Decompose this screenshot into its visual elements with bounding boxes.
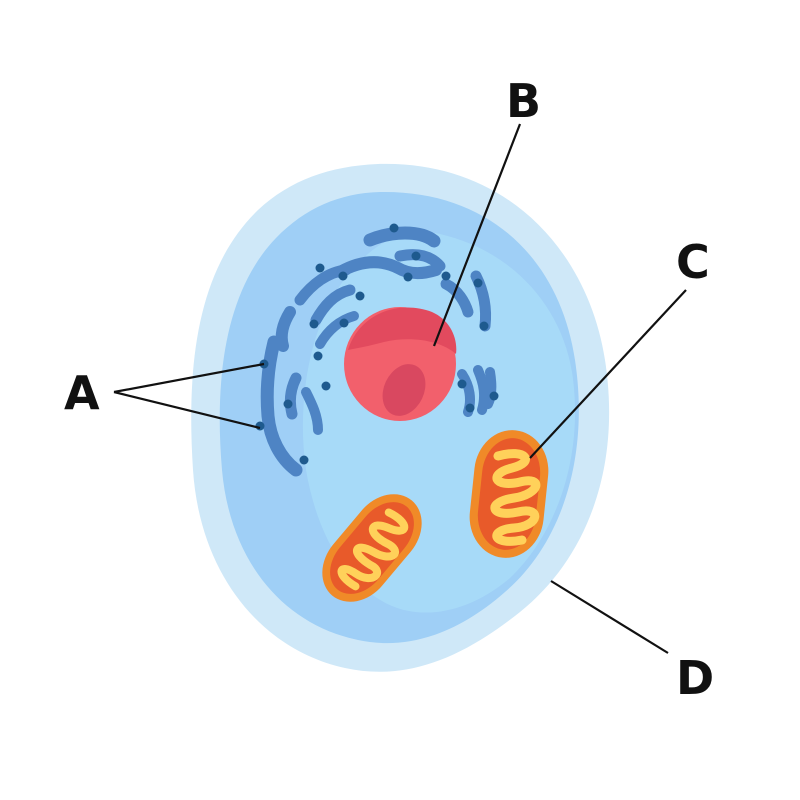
- leader-lines: [113, 123, 687, 654]
- leader-line-d: [550, 580, 669, 654]
- label-a: A: [64, 366, 100, 420]
- endoplasmic-reticulum: [260, 226, 497, 477]
- leader-line-a-upper: [113, 362, 265, 394]
- leader-line-a-lower: [113, 390, 261, 430]
- ribosomes: [255, 223, 499, 465]
- cristae-right: [490, 449, 541, 546]
- nucleolus: [382, 364, 426, 416]
- label-b: B: [506, 74, 541, 128]
- leader-line-c: [529, 289, 687, 459]
- mitochondrion-left: [322, 494, 422, 602]
- label-d: D: [676, 651, 714, 705]
- nucleus: [344, 307, 457, 421]
- mitochondrion-right: [469, 430, 549, 558]
- cristae-left: [337, 508, 409, 591]
- label-c: C: [676, 235, 710, 289]
- leader-line-b: [432, 123, 522, 347]
